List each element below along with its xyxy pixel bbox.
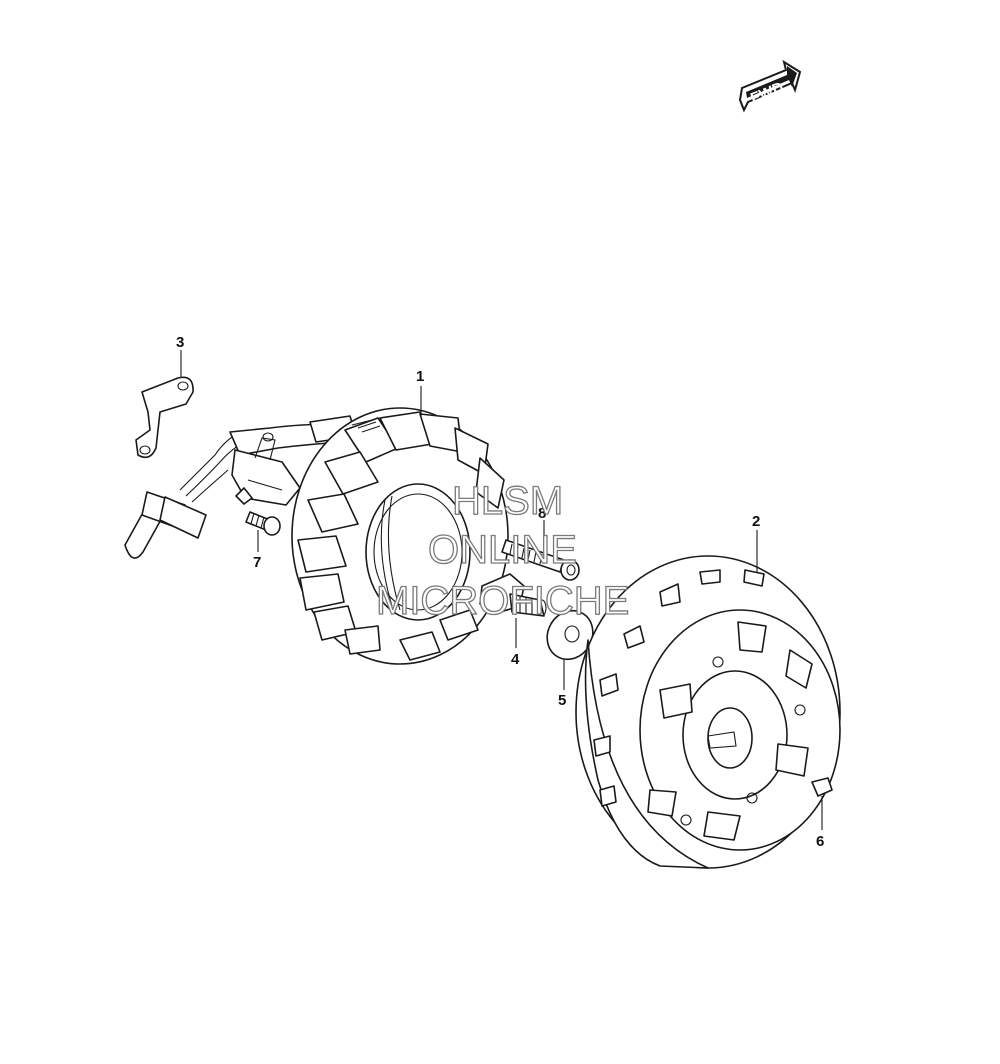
watermark-line-2: ONLINE <box>428 528 577 572</box>
callout-6: 6 <box>816 833 824 850</box>
long-bolt <box>501 539 580 581</box>
callout-2: 2 <box>752 513 760 530</box>
rotor-bolt <box>479 573 547 617</box>
callout-4: 4 <box>511 651 520 668</box>
callout-5: 5 <box>558 692 566 709</box>
watermark-line-1: HLSM <box>452 479 563 523</box>
woodruff-key <box>811 777 833 797</box>
watermark: HLSM ONLINE MICROFICHE <box>375 478 630 623</box>
wiring-harness <box>124 415 357 559</box>
stator <box>291 407 509 665</box>
callout-8: 8 <box>538 505 546 522</box>
watermark-line-3: MICROFICHE <box>376 579 629 623</box>
rotor <box>575 555 841 869</box>
clamp-bracket <box>135 376 194 459</box>
callout-3: 3 <box>176 334 184 351</box>
callout-7: 7 <box>253 554 261 571</box>
callout-1: 1 <box>416 368 424 385</box>
small-screw <box>245 511 281 536</box>
forward-arrow-icon: FWD <box>738 59 802 113</box>
leader-lines <box>180 350 823 830</box>
